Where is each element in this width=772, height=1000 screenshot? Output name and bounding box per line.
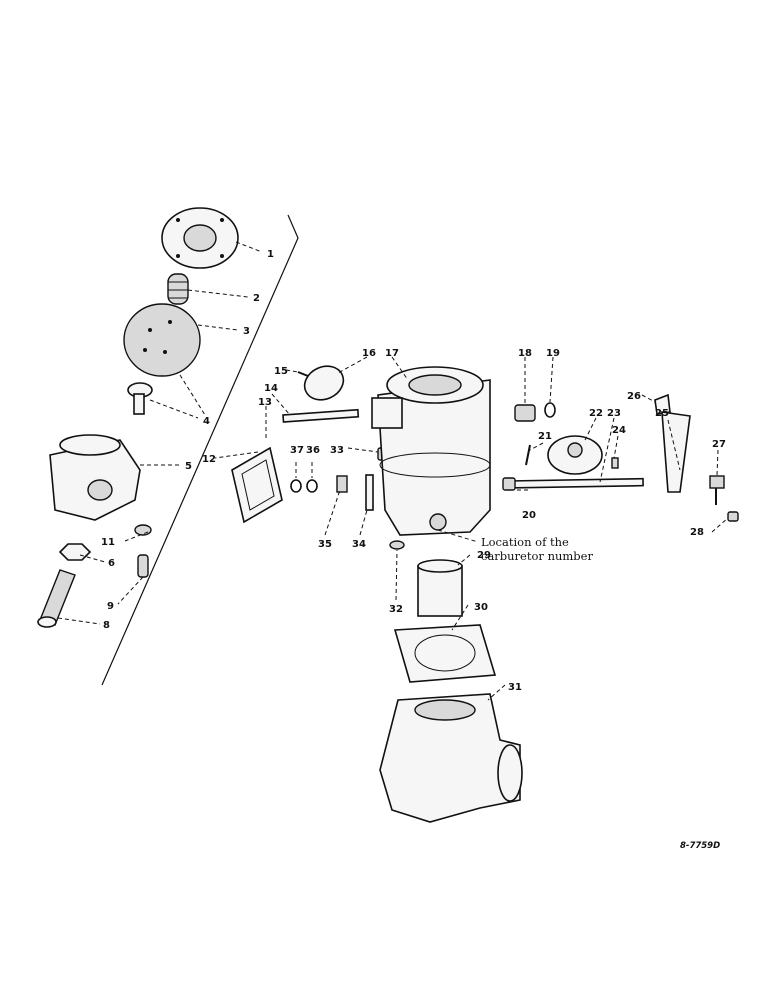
part-17-carburetor-body	[371, 366, 491, 536]
callout-6: 6	[108, 558, 115, 569]
callout-15: 15	[274, 366, 288, 377]
callout-28: 28	[690, 527, 704, 538]
callout-12: 12	[202, 454, 216, 465]
part-30-gasket	[393, 624, 497, 683]
carburetor-number-note-line2: carburetor number	[481, 549, 593, 563]
callout-27: 27	[712, 439, 726, 450]
callout-9: 9	[107, 601, 114, 612]
part-12-gasket	[231, 446, 283, 524]
part-20-23-choke-shaft	[502, 477, 644, 491]
part-4-valve	[127, 382, 153, 415]
part-9-spring	[137, 554, 149, 578]
callout-36: 36	[306, 445, 320, 456]
callout-1: 1	[267, 249, 274, 260]
callout-21: 21	[538, 431, 552, 442]
callout-5: 5	[185, 461, 192, 472]
callout-32: 32	[389, 604, 403, 615]
part-8-bolt	[37, 569, 76, 628]
part-5-pump-body	[49, 434, 141, 521]
part-24-spring	[611, 457, 619, 469]
part-35-clip	[336, 475, 348, 493]
part-25-lever	[661, 411, 691, 493]
callout-2: 2	[253, 293, 260, 304]
part-18-bushing	[514, 404, 536, 422]
callout-20: 20	[522, 510, 536, 521]
part-29-sleeve	[417, 559, 463, 617]
part-31-elbow	[379, 693, 523, 823]
callout-35: 35	[318, 539, 332, 550]
part-36-37-washers	[290, 479, 318, 493]
part-28-screw	[727, 511, 739, 522]
callout-22: 22	[589, 408, 603, 419]
part-19-clip	[544, 402, 556, 418]
callout-33: 33	[330, 445, 344, 456]
callout-19: 19	[546, 348, 560, 359]
part-15-screw	[297, 371, 309, 377]
callout-25: 25	[655, 408, 669, 419]
part-14-shaft	[282, 408, 360, 423]
callout-24: 24	[612, 425, 626, 436]
callout-14: 14	[264, 383, 278, 394]
part-22-choke-plate	[547, 435, 603, 475]
part-27-swivel	[709, 475, 725, 505]
callout-26: 26	[627, 391, 641, 402]
callout-31: 31	[508, 682, 522, 693]
callout-37: 37	[290, 445, 304, 456]
callout-23: 23	[607, 408, 621, 419]
part-6-nut	[58, 543, 92, 561]
callout-30: 30	[474, 602, 488, 613]
part-2-spring	[167, 273, 189, 305]
callout-4: 4	[203, 416, 210, 427]
callout-8: 8	[103, 620, 110, 631]
carburetor-number-note-line1: Location of the	[481, 535, 569, 549]
part-1-cover-flange	[161, 207, 239, 269]
callout-18: 18	[518, 348, 532, 359]
part-11-washer	[134, 524, 152, 536]
part-3-diaphragm	[123, 303, 201, 377]
callout-29: 29	[477, 550, 491, 561]
callout-3: 3	[243, 326, 250, 337]
group-divider-line	[101, 214, 299, 686]
callout-34: 34	[352, 539, 366, 550]
figure-code: 8-7759D	[680, 841, 720, 851]
part-26-bracket	[654, 393, 671, 415]
callout-11: 11	[101, 537, 115, 548]
leader-lines	[57, 241, 729, 701]
part-32-plug	[389, 540, 405, 550]
part-34-screw	[365, 474, 374, 511]
callout-13: 13	[258, 397, 272, 408]
part-21-pin	[525, 444, 531, 466]
callout-16: 16	[362, 348, 376, 359]
callout-17: 17	[385, 348, 399, 359]
part-16-throttle-plate	[303, 365, 345, 401]
